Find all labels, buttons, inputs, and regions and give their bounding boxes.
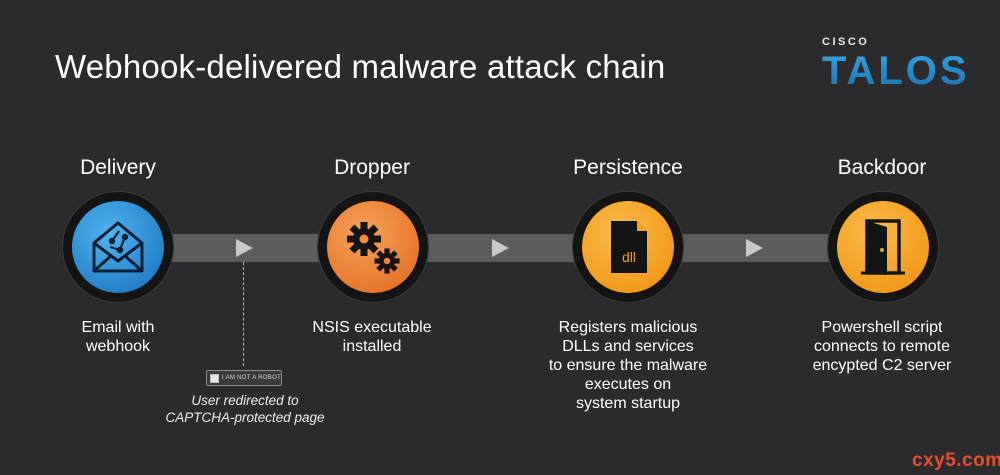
page-title: Webhook-delivered malware attack chain [55,48,666,85]
open-door-icon [837,201,929,293]
stage-description-backdoor: Powershell script connects to remote enc… [812,319,952,374]
dll-file-icon: dll [582,201,674,293]
logo-cisco-text: CISCO [822,36,870,48]
stage-circle-delivery [63,192,173,302]
captcha-checkbox-widget: I AM NOT A ROBOT [206,370,282,386]
svg-text:TALOS: TALOS [822,50,967,90]
captcha-connector-line [243,262,244,366]
stage-label-delivery: Delivery [80,156,156,179]
captcha-redirect-note: User redirected to CAPTCHA-protected pag… [165,393,325,425]
stage-description-persistence: Registers malicious DLLs and services to… [548,319,708,412]
stage-circle-dropper [318,192,428,302]
captcha-label: I AM NOT A ROBOT [222,375,282,381]
stage-circle-backdoor [828,192,938,302]
logo-talos-text: TALOS [822,50,967,90]
envelope-webhook-icon [72,201,164,293]
stage-label-dropper: Dropper [334,156,410,179]
svg-text:dll: dll [622,249,636,265]
cisco-talos-logo: CISCO TALOS [822,36,967,90]
checkbox-icon [210,374,219,383]
stage-description-dropper: NSIS executable installed [312,319,432,355]
arrow-delivery-to-dropper [236,239,253,257]
stage-circle-persistence: dll [573,192,683,302]
stage-description-delivery: Email with webhook [81,319,155,355]
gears-icon [327,201,419,293]
stage-label-persistence: Persistence [573,156,683,179]
arrow-persistence-to-backdoor [746,239,763,257]
arrow-dropper-to-persistence [492,239,509,257]
watermark: cxy5.com [912,450,1000,471]
stage-label-backdoor: Backdoor [837,156,927,179]
